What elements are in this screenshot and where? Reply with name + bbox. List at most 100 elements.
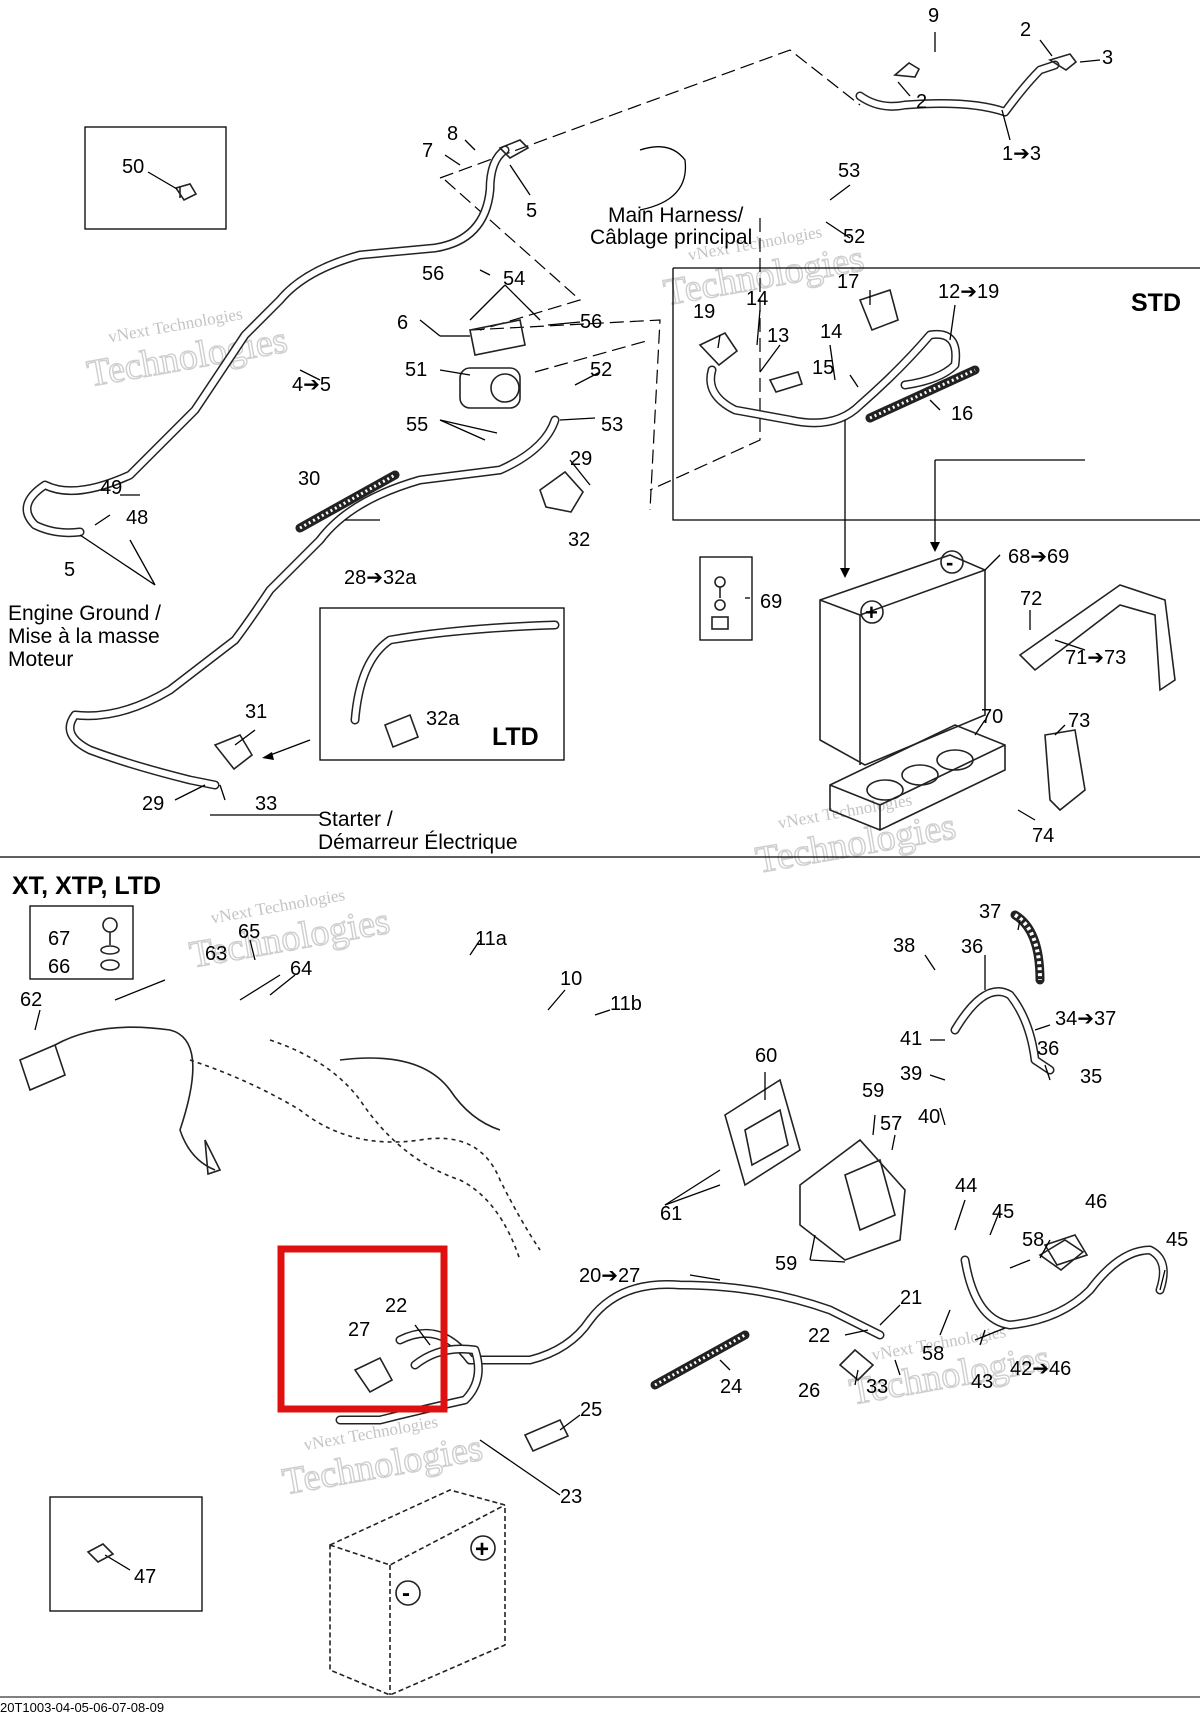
conduit-37 [1010, 910, 1045, 985]
section-ltd: LTD [492, 723, 539, 751]
section-std: STD [1131, 289, 1181, 317]
callout-38: 38 [893, 935, 915, 957]
leader-lines [34, 32, 1166, 1571]
callout-14: 14 [820, 321, 842, 343]
callout-58: 58 [1022, 1229, 1044, 1251]
conduit-16 [865, 365, 980, 423]
part-50-clip [174, 183, 198, 202]
callout-32: 32 [568, 529, 590, 551]
minus-icon: - [946, 550, 953, 575]
callout-64: 64 [290, 958, 312, 980]
callout-40: 40 [918, 1106, 940, 1128]
minus-icon: - [402, 1580, 410, 1607]
module-60 [724, 1078, 801, 1187]
cable-4-5 [22, 139, 530, 538]
strap-71-73 [1018, 584, 1176, 692]
annotation-line: Démarreur Électrique [318, 831, 518, 854]
callout-34-37: 34➔37 [1055, 1008, 1116, 1030]
callout-14: 14 [746, 288, 768, 310]
callout-68-69: 68➔69 [1008, 546, 1069, 568]
annotation-line: Câblage principal [590, 226, 752, 249]
ltd-inset-box [319, 607, 565, 761]
annotation-starter: Starter / Démarreur Électrique [318, 808, 518, 854]
callout-46: 46 [1085, 1191, 1107, 1213]
cable-1-3 [855, 53, 1078, 117]
callout-35: 35 [1080, 1066, 1102, 1088]
annotation-line: Main Harness/ [608, 204, 744, 227]
part-69-fasteners [711, 576, 729, 630]
ltd-cable [350, 620, 560, 749]
callout-21: 21 [900, 1287, 922, 1309]
callout-11a: 11a [475, 928, 508, 950]
callout-60: 60 [755, 1045, 777, 1067]
section-xt: XT, XTP, LTD [12, 872, 161, 900]
main-harness-bottom [189, 1039, 541, 1261]
annotation-main-harness: Main Harness/ Câblage principal [590, 204, 752, 249]
callout-53: 53 [601, 414, 623, 436]
harness-62 [19, 1026, 222, 1176]
cable-12-19 [698, 288, 961, 428]
callout-8: 8 [447, 123, 458, 145]
callout-32a: 32a [426, 708, 460, 730]
part-66-67-box [29, 905, 134, 980]
callout-49: 49 [100, 477, 122, 499]
battery-std: + - [819, 550, 986, 766]
part-47-clip [86, 1543, 115, 1563]
callout-27: 27 [348, 1319, 370, 1341]
callout-4-5: 4➔5 [292, 374, 331, 396]
callout-62: 62 [20, 989, 42, 1011]
plus-icon: + [475, 1536, 489, 1563]
conduit-30 [295, 470, 400, 533]
regulator-57 [799, 1138, 906, 1261]
callout-13: 13 [767, 325, 789, 347]
callout-45: 45 [992, 1201, 1014, 1223]
part-69-box [699, 556, 753, 641]
part-47-box [49, 1496, 203, 1612]
callout-71-73: 71➔73 [1065, 647, 1126, 669]
callout-33: 33 [255, 793, 277, 815]
callout-39: 39 [900, 1063, 922, 1085]
callout-3: 3 [1102, 47, 1113, 69]
highlight-box [277, 1245, 448, 1413]
bracket-73 [1044, 729, 1086, 812]
callout-22: 22 [808, 1325, 830, 1347]
figure-code: 20T1003-04-05-06-07-08-09 [0, 1700, 164, 1714]
boot-31 [213, 734, 254, 771]
callout-72: 72 [1020, 588, 1042, 610]
callout-61: 61 [660, 1203, 682, 1225]
callout-6: 6 [397, 312, 408, 334]
callout-43: 43 [971, 1371, 993, 1393]
callout-42-46: 42➔46 [1010, 1358, 1071, 1380]
callout-52: 52 [590, 359, 612, 381]
callout-36: 36 [1037, 1038, 1059, 1060]
boot-26 [838, 1348, 875, 1382]
callout-9: 9 [928, 5, 939, 27]
annotation-line: Starter / [318, 808, 393, 831]
callout-5: 5 [526, 200, 537, 222]
callout-29: 29 [142, 793, 164, 815]
solenoid-51 [440, 319, 526, 409]
callout-44: 44 [955, 1175, 977, 1197]
callout-74: 74 [1032, 825, 1054, 847]
callout-16: 16 [951, 403, 973, 425]
callout-37: 37 [979, 901, 1001, 923]
callout-11b: 11b [610, 993, 642, 1015]
callout-15: 15 [812, 357, 834, 379]
callout-51: 51 [405, 359, 427, 381]
callout-53: 53 [838, 160, 860, 182]
callout-7: 7 [422, 140, 433, 162]
callout-73: 73 [1068, 710, 1090, 732]
callout-55: 55 [406, 414, 428, 436]
callouts: 9 2 3 2 1➔3 50 8 7 5 53 52 56 54 17 12➔1… [20, 5, 1188, 1588]
callout-56: 56 [422, 263, 444, 285]
arrows-to-battery [262, 420, 1085, 760]
callout-41: 41 [900, 1028, 922, 1050]
callout-59: 59 [775, 1253, 797, 1275]
battery-tray-70 [829, 724, 1006, 831]
callout-2: 2 [1020, 19, 1031, 41]
callout-54: 54 [503, 268, 525, 290]
part-66-67-fasteners [100, 917, 120, 971]
boot-27 [353, 1356, 394, 1394]
callout-2: 2 [916, 91, 927, 113]
